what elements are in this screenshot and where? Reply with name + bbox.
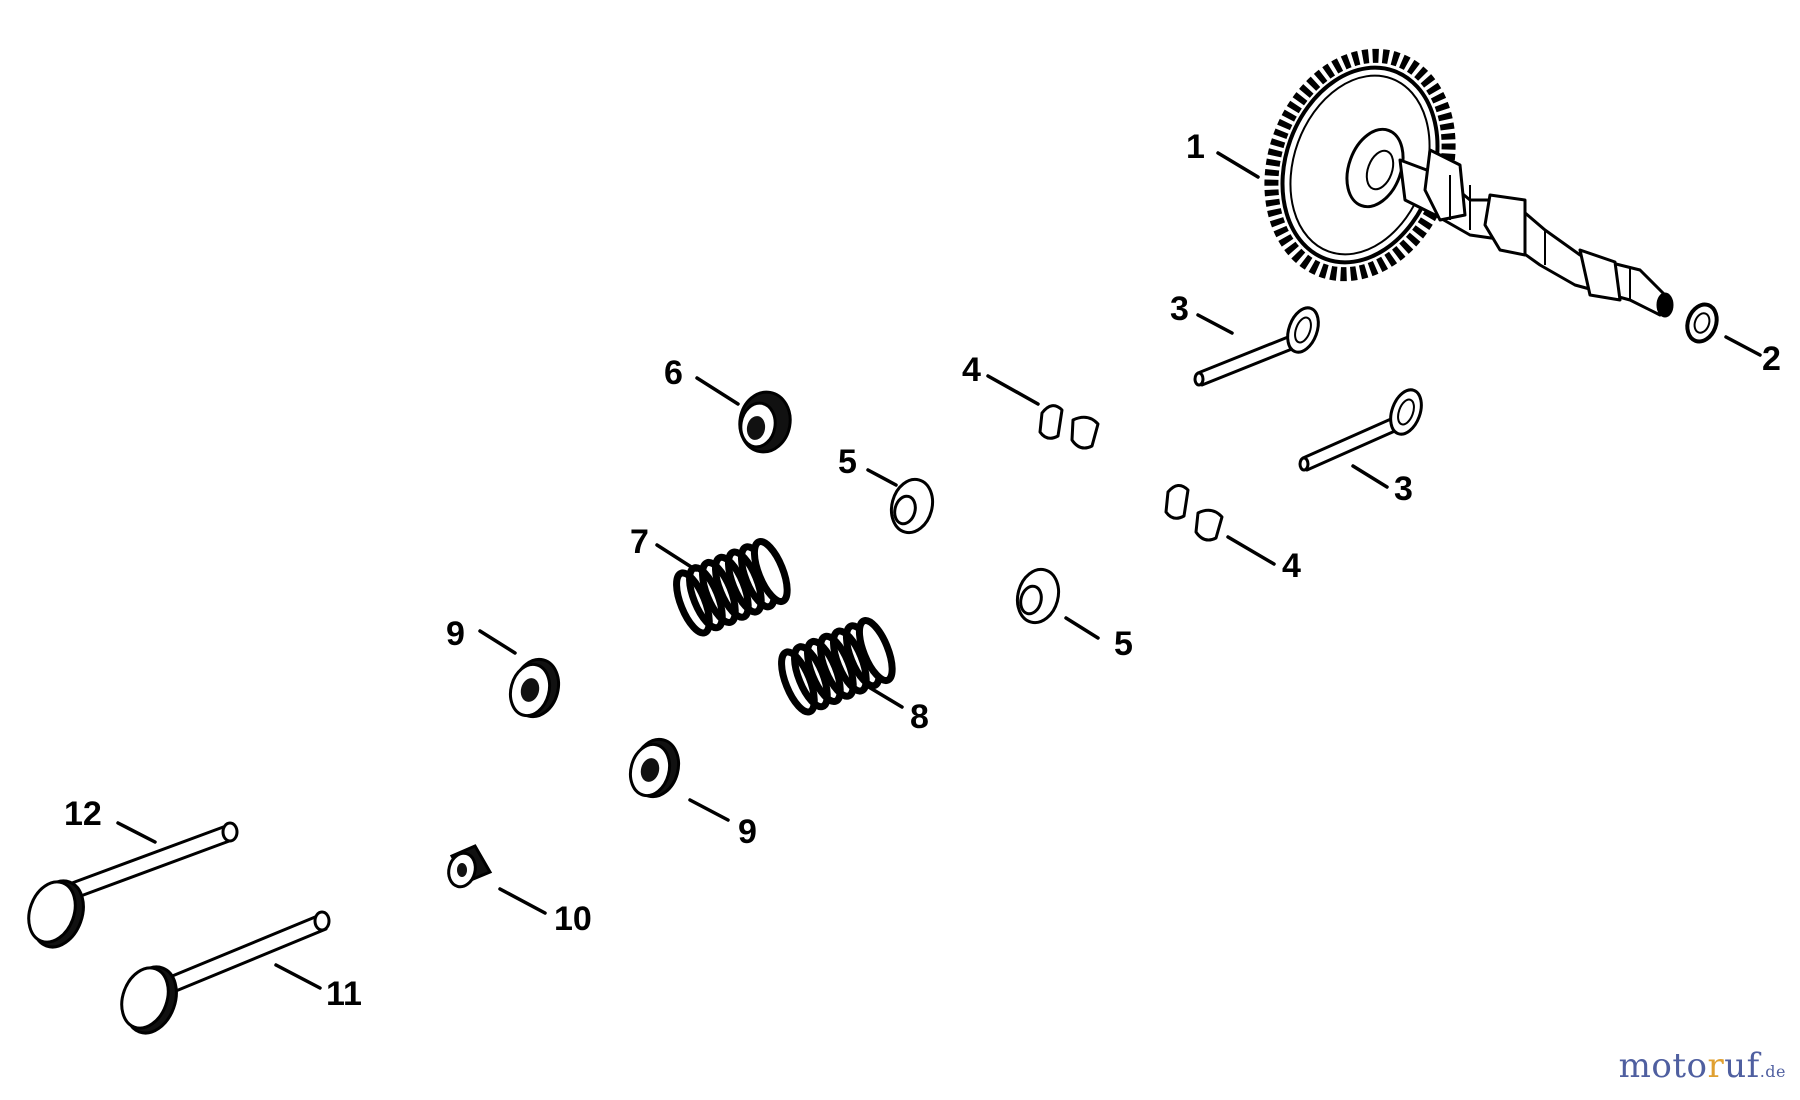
part-valve-cap xyxy=(738,390,792,454)
leader-5b xyxy=(1064,616,1100,640)
callout-8: 8 xyxy=(910,698,929,736)
callout-3a: 3 xyxy=(1170,290,1189,328)
part-valve-upper xyxy=(27,821,239,949)
callout-2: 2 xyxy=(1762,340,1781,378)
callout-numbers: 1 2 3 3 4 4 5 5 6 7 8 9 9 10 11 12 xyxy=(64,128,1781,1013)
leader-11 xyxy=(274,963,322,990)
callout-1: 1 xyxy=(1186,128,1205,166)
part-washer xyxy=(1685,302,1719,344)
leader-12 xyxy=(116,821,157,844)
leader-5a xyxy=(866,468,898,487)
callout-4a: 4 xyxy=(962,351,981,389)
part-retainer-upper xyxy=(889,477,935,535)
leader-lines xyxy=(116,151,1762,990)
watermark-text-end: uf xyxy=(1724,1046,1760,1086)
leader-6 xyxy=(695,376,740,406)
callout-4b: 4 xyxy=(1282,547,1301,585)
part-seat-lower xyxy=(628,737,681,799)
watermark-text-main: moto xyxy=(1618,1046,1708,1086)
callout-3b: 3 xyxy=(1394,470,1413,508)
motoruf-watermark-logo: motoruf.de xyxy=(1619,1046,1786,1086)
watermark-text-tld: .de xyxy=(1759,1062,1786,1081)
part-keepers-lower xyxy=(1164,484,1224,542)
leader-9b xyxy=(688,798,730,822)
watermark-text-mid: r xyxy=(1707,1046,1725,1086)
leader-8 xyxy=(865,684,904,709)
part-bushing xyxy=(447,844,493,889)
part-valve-spring-upper xyxy=(673,538,791,637)
leader-1 xyxy=(1216,151,1260,179)
leader-4a xyxy=(986,374,1040,406)
part-valve-lower xyxy=(120,910,331,1035)
callout-5a: 5 xyxy=(838,443,857,481)
leader-10 xyxy=(498,887,547,915)
leader-7 xyxy=(655,543,698,572)
leader-4b xyxy=(1226,535,1276,566)
callout-5b: 5 xyxy=(1114,625,1133,663)
part-seat-upper xyxy=(508,657,561,719)
leader-9a xyxy=(478,629,517,655)
callout-10: 10 xyxy=(554,900,592,938)
part-valve-spring-lower xyxy=(778,617,896,716)
part-camshaft-gear xyxy=(1264,48,1674,318)
part-tappet-lower xyxy=(1298,388,1423,472)
part-tappet-upper xyxy=(1193,306,1320,387)
callout-9a: 9 xyxy=(446,615,465,653)
callout-12: 12 xyxy=(64,795,102,833)
part-retainer-lower xyxy=(1015,567,1061,625)
leader-3b xyxy=(1351,464,1389,489)
callout-7: 7 xyxy=(630,523,649,561)
callout-9b: 9 xyxy=(738,813,757,851)
part-keepers-upper xyxy=(1038,404,1100,450)
leader-3a xyxy=(1196,313,1234,335)
callout-11: 11 xyxy=(326,975,362,1013)
leader-2 xyxy=(1724,335,1762,357)
callout-6: 6 xyxy=(664,354,683,392)
